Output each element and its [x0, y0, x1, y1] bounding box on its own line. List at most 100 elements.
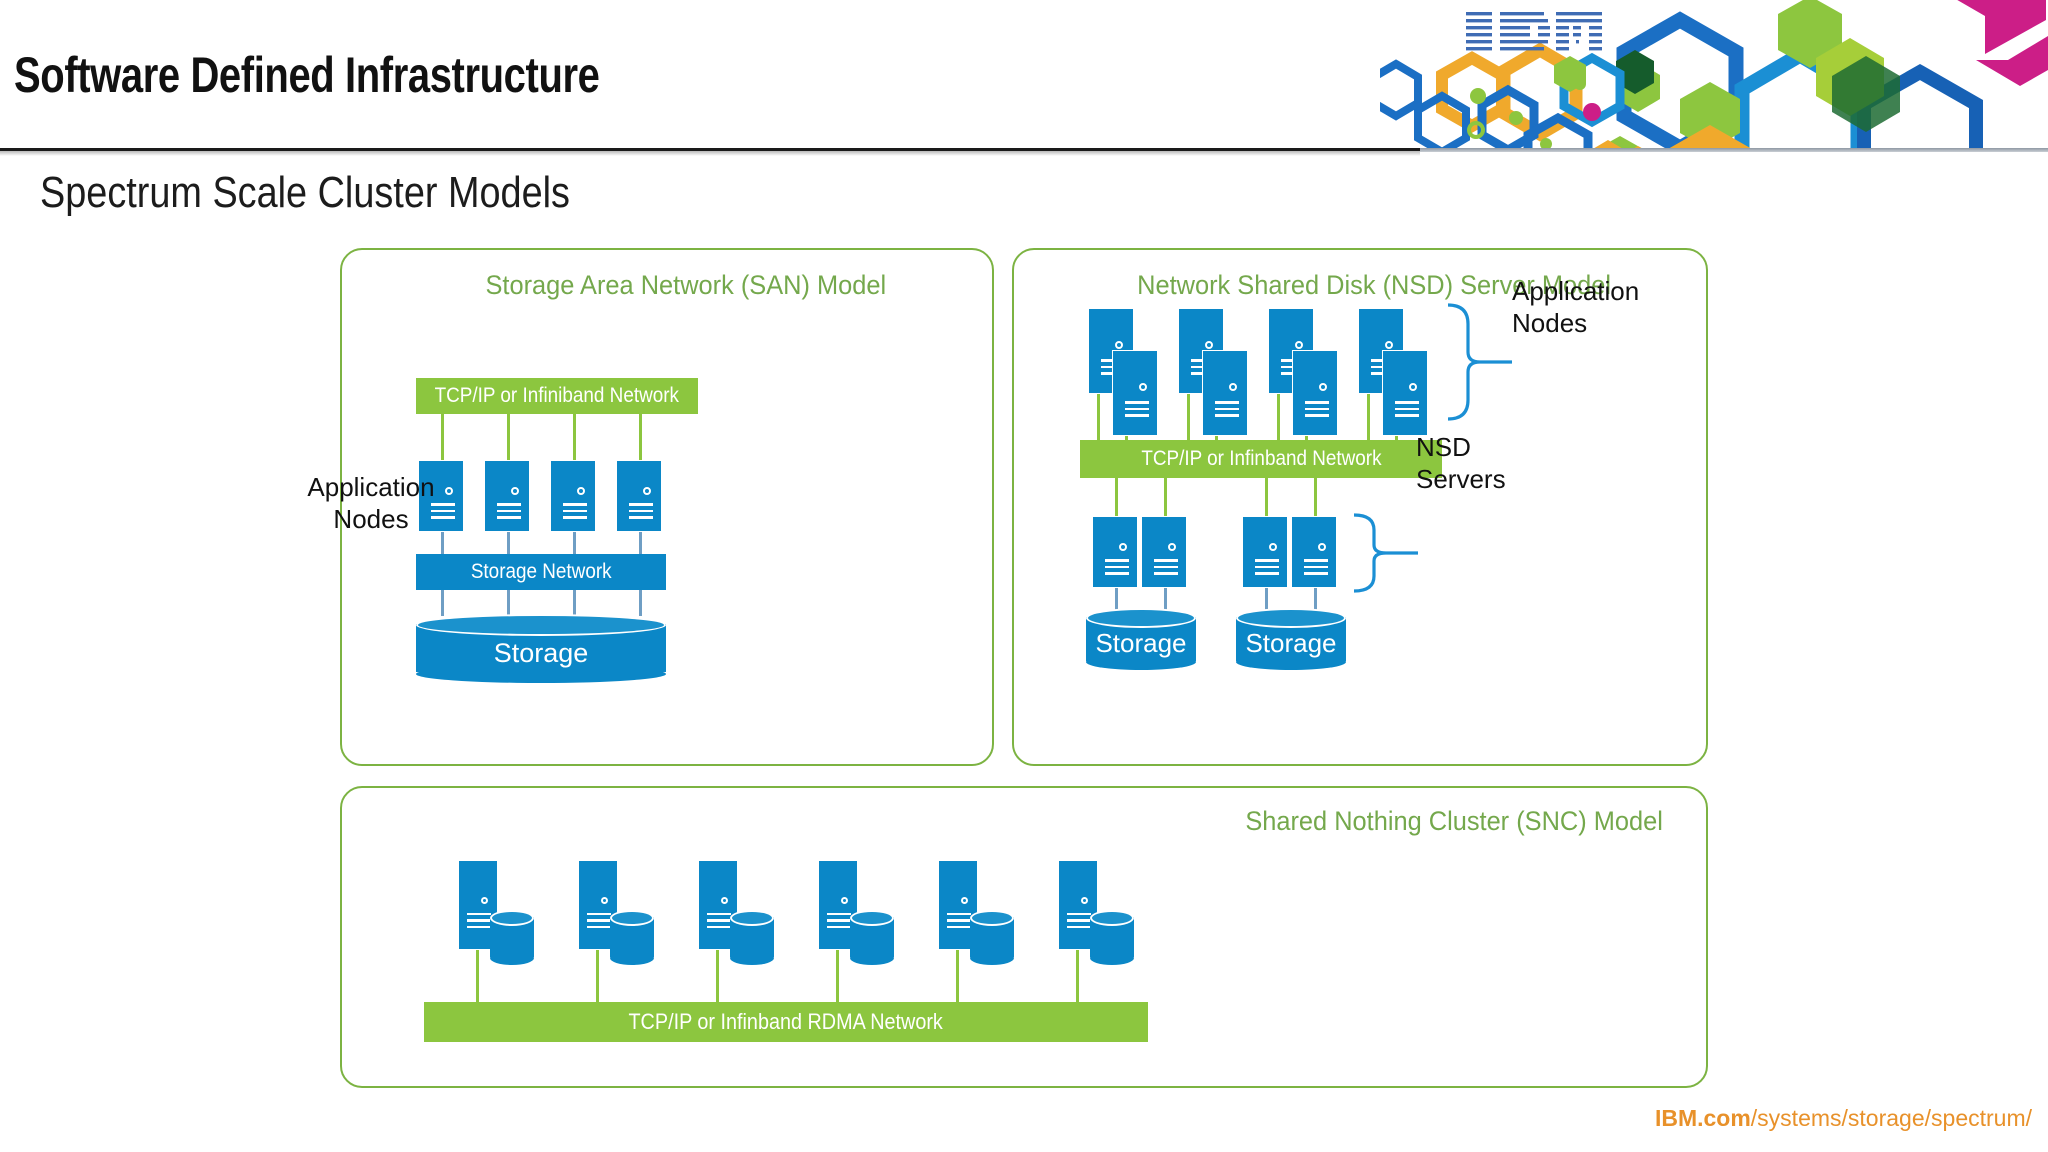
san-app-node-4 — [616, 460, 662, 532]
server-bars-icon — [563, 503, 587, 519]
nsd-storage-cylinder-left: Storage — [1086, 608, 1196, 670]
san-wire-blue-7 — [573, 590, 576, 616]
nsd-app-node-3-front — [1292, 350, 1338, 436]
banner-divider — [1420, 148, 2048, 152]
header-divider-shadow — [0, 151, 1420, 156]
nsd-server-3 — [1242, 516, 1288, 588]
cylinder-top — [730, 910, 774, 926]
footer-url[interactable]: IBM.com/systems/storage/spectrum/ — [1655, 1105, 2032, 1132]
server-dot-icon — [1319, 383, 1327, 391]
server-bars-icon — [1215, 401, 1239, 417]
nsd-servers-label: NSD Servers — [1416, 432, 1576, 495]
san-storage-network-label: Storage Network — [470, 560, 612, 583]
server-dot-icon — [721, 897, 728, 904]
server-bars-icon — [629, 503, 653, 519]
server-dot-icon — [1318, 543, 1326, 551]
nsd-app-wire-3b — [1305, 436, 1308, 440]
server-bars-icon — [1125, 401, 1149, 417]
server-bars-icon — [1067, 913, 1091, 929]
server-bars-icon — [497, 503, 521, 519]
server-bars-icon — [467, 913, 491, 929]
server-dot-icon — [1081, 897, 1088, 904]
nsd-app-wire-1a — [1097, 394, 1100, 440]
page-title: Software Defined Infrastructure — [14, 47, 600, 103]
server-dot-icon — [1139, 383, 1147, 391]
san-wire-green-4 — [639, 414, 642, 460]
san-wire-blue-2 — [507, 532, 510, 554]
hexagon-pattern-banner — [1380, 0, 2048, 152]
nsd-server-4 — [1291, 516, 1337, 588]
snc-node-5 — [938, 860, 978, 950]
snc-network-bar-label: TCP/IP or Infinband RDMA Network — [628, 1009, 944, 1034]
snc-wire-1 — [476, 950, 479, 1002]
nsd-srv-wire-3 — [1265, 478, 1268, 516]
cylinder-top — [1236, 608, 1346, 628]
cylinder-top — [970, 910, 1014, 926]
snc-disk-5 — [970, 910, 1014, 965]
san-wire-green-3 — [573, 414, 576, 460]
server-dot-icon — [1229, 383, 1237, 391]
san-storage-network-bar: Storage Network — [416, 554, 666, 590]
server-dot-icon — [511, 487, 519, 495]
nsd-srv-wire-4 — [1314, 478, 1317, 516]
hexagon-pattern-icon — [1380, 0, 2048, 152]
snc-wire-6 — [1076, 950, 1079, 1002]
server-bars-icon — [707, 913, 731, 929]
san-app-node-2 — [484, 460, 530, 532]
san-wire-blue-5 — [441, 590, 444, 616]
san-app-node-3 — [550, 460, 596, 532]
nsd-model-title: Network Shared Disk (NSD) Server Model — [1137, 270, 1612, 300]
snc-wire-3 — [716, 950, 719, 1002]
cylinder-top — [416, 614, 666, 636]
snc-wire-2 — [596, 950, 599, 1002]
san-wire-blue-6 — [507, 590, 510, 616]
san-wire-green-1 — [441, 414, 444, 460]
nsd-model-box: Network Shared Disk (NSD) Server Model — [1012, 248, 1708, 766]
snc-node-6 — [1058, 860, 1098, 950]
server-dot-icon — [481, 897, 488, 904]
snc-disk-6 — [1090, 910, 1134, 965]
nsd-server-2 — [1141, 516, 1187, 588]
nsd-network-bar: TCP/IP or Infinband Network — [1080, 440, 1442, 478]
san-wire-blue-8 — [639, 590, 642, 616]
san-application-nodes-label: Application Nodes — [296, 472, 446, 535]
nsd-app-wire-1b — [1125, 436, 1128, 440]
snc-wire-4 — [836, 950, 839, 1002]
cylinder-top — [850, 910, 894, 926]
san-wire-green-2 — [507, 414, 510, 460]
cylinder-top — [610, 910, 654, 926]
nsd-app-wire-2a — [1187, 394, 1190, 440]
san-model-title: Storage Area Network (SAN) Model — [485, 270, 887, 300]
server-bars-icon — [1255, 559, 1279, 575]
nsd-app-wire-2b — [1215, 436, 1218, 440]
nsd-servers-line1: NSD — [1416, 432, 1471, 462]
server-dot-icon — [1205, 341, 1213, 349]
nsd-storage-label-right: Storage — [1245, 628, 1337, 658]
nsd-app-wire-3a — [1277, 394, 1280, 440]
server-bars-icon — [431, 503, 455, 519]
cylinder-top — [490, 910, 534, 926]
nsd-server-1 — [1092, 516, 1138, 588]
ibm-logo — [1466, 12, 1602, 51]
san-network-bar-label: TCP/IP or Infiniband Network — [434, 384, 680, 407]
san-network-bar: TCP/IP or Infiniband Network — [416, 378, 698, 414]
footer-url-rest: /systems/storage/spectrum/ — [1750, 1105, 2032, 1131]
server-dot-icon — [1385, 341, 1393, 349]
server-dot-icon — [445, 487, 453, 495]
footer-url-bold: IBM.com — [1654, 1105, 1751, 1131]
server-dot-icon — [961, 897, 968, 904]
nsd-app-node-1-front — [1112, 350, 1158, 436]
server-dot-icon — [1168, 543, 1176, 551]
snc-network-bar: TCP/IP or Infinband RDMA Network — [424, 1002, 1148, 1042]
nsd-storage-wire-2 — [1164, 588, 1167, 610]
snc-model-box: Shared Nothing Cluster (SNC) Model — [340, 786, 1708, 1088]
server-dot-icon — [1115, 341, 1123, 349]
snc-model-title: Shared Nothing Cluster (SNC) Model — [1245, 806, 1663, 836]
server-bars-icon — [827, 913, 851, 929]
server-bars-icon — [1305, 401, 1329, 417]
nsd-servers-line2: Servers — [1416, 463, 1506, 494]
server-dot-icon — [841, 897, 848, 904]
nsd-app-nodes-line1: Application — [1512, 276, 1640, 306]
server-bars-icon — [1105, 559, 1129, 575]
snc-disk-4 — [850, 910, 894, 965]
